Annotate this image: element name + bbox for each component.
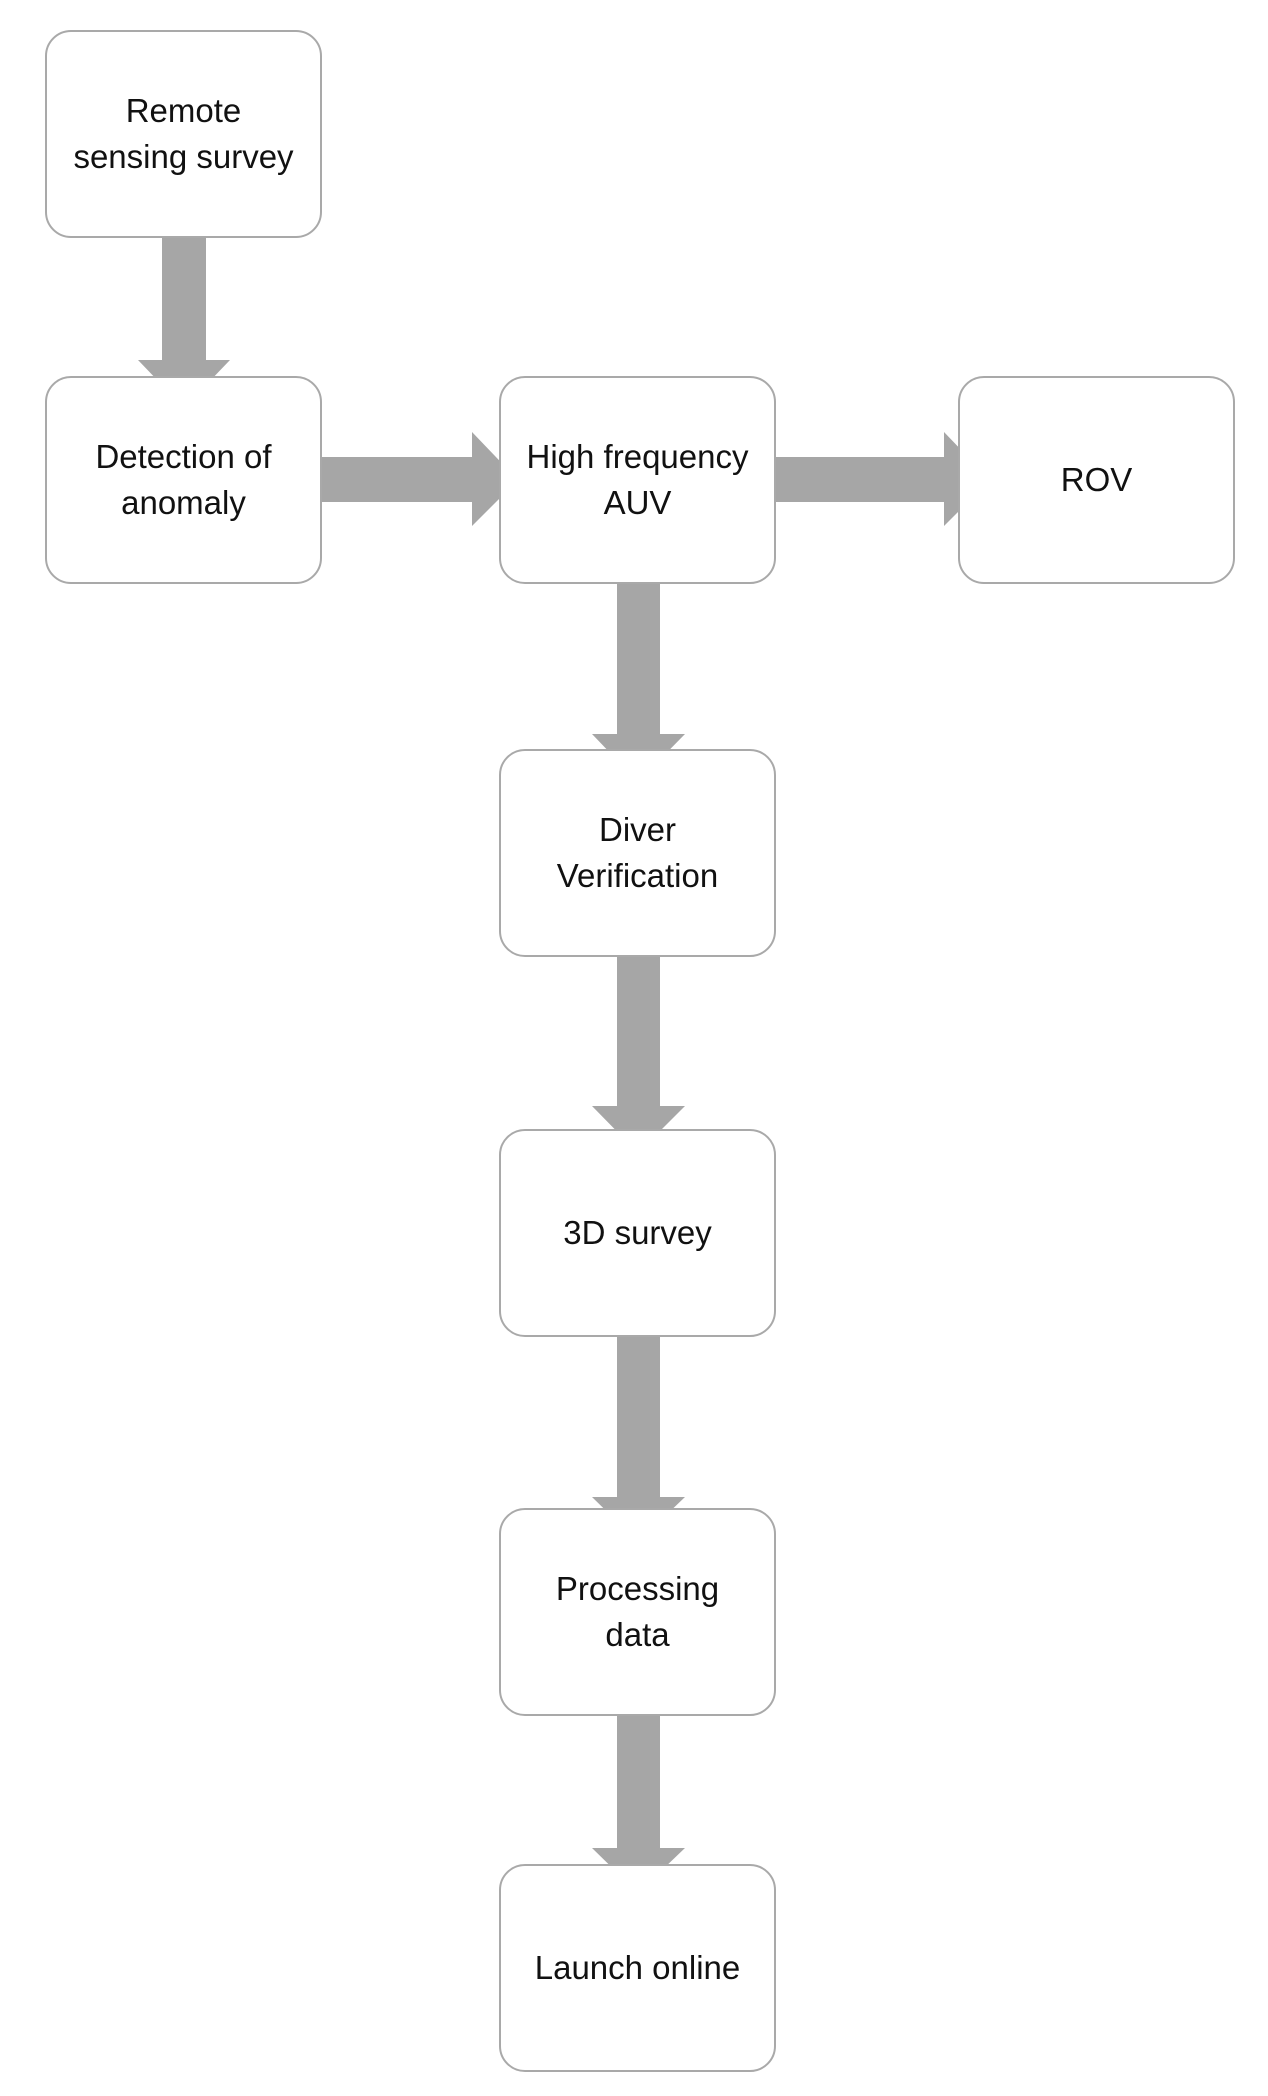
node-label: Processing data bbox=[555, 1570, 720, 1653]
arrow-3d-to-processing bbox=[592, 1337, 685, 1542]
node-label: Remote sensing survey bbox=[73, 92, 294, 175]
node-label: Diver Verification bbox=[556, 811, 719, 894]
node-label: Detection of anomaly bbox=[95, 438, 272, 521]
node-processing-data: Processing data bbox=[499, 1508, 776, 1716]
node-launch-online: Launch online bbox=[499, 1864, 776, 2072]
arrow-remote-to-detection bbox=[138, 237, 230, 408]
node-detection-of-anomaly: Detection of anomaly bbox=[45, 376, 322, 584]
arrow-diver-to-3d bbox=[592, 957, 685, 1153]
node-3d-survey: 3D survey bbox=[499, 1129, 776, 1337]
node-label: Launch online bbox=[534, 1949, 741, 1986]
node-diver-verification: Diver Verification bbox=[499, 749, 776, 957]
node-remote-sensing-survey: Remote sensing survey bbox=[45, 30, 322, 238]
arrow-hf-to-diver bbox=[592, 584, 685, 782]
node-high-frequency-auv: High frequency AUV bbox=[499, 376, 776, 584]
arrow-detection-to-hf bbox=[322, 432, 518, 526]
node-label: ROV bbox=[1060, 461, 1133, 498]
node-label: 3D survey bbox=[563, 1214, 712, 1251]
arrow-hf-to-rov bbox=[776, 432, 990, 526]
node-rov: ROV bbox=[958, 376, 1235, 584]
arrow-processing-to-launch bbox=[592, 1716, 685, 1893]
node-label: High frequency AUV bbox=[526, 438, 749, 521]
